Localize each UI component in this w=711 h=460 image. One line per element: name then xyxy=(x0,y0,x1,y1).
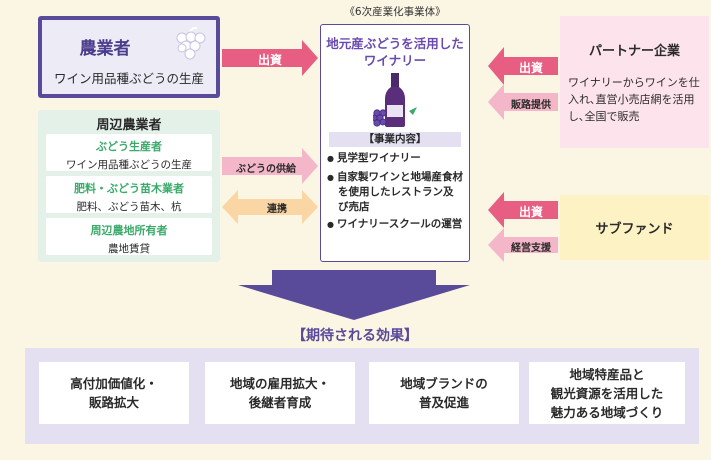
partner-invest-label: 出資 xyxy=(518,61,543,75)
neighbor-name: 肥料・ぶどう苗木業者 xyxy=(74,182,184,195)
cooperation-label: 連携 xyxy=(267,204,287,215)
list-item: 自家製ワインと地場産食材を使用したレストラン及び売店 xyxy=(327,170,463,215)
effect-line: 高付加価値化・ xyxy=(70,376,158,391)
effect-box: 地域特産品と 観光資源を活用した 魅力ある地域づくり xyxy=(529,362,685,424)
neighbors-title: 周辺農業者 xyxy=(96,118,162,133)
grapes-icon xyxy=(176,26,206,60)
effect-line: 地域特産品と xyxy=(569,366,645,382)
effect-line: 地域ブランドの xyxy=(400,376,488,391)
sales-channel-arrow xyxy=(488,84,558,120)
effect-box: 地域ブランドの 普及促進 xyxy=(369,362,519,424)
farmer-box: 農業者 ワイン用品種ぶどうの生産 xyxy=(38,16,220,98)
farmer-description: ワイン用品種ぶどうの生産 xyxy=(53,71,204,86)
effect-line: 販路拡大 xyxy=(88,395,139,410)
winery-title: 地元産ぶどうを活用した ワイナリー xyxy=(321,35,469,69)
partner-invest-arrow xyxy=(488,47,558,85)
big-down-arrow xyxy=(238,270,470,320)
winery-title-line2: ワイナリー xyxy=(363,53,427,68)
farmer-title: 農業者 xyxy=(79,39,131,59)
effect-box: 地域の雇用拡大・ 後継者育成 xyxy=(205,362,355,424)
effect-line: 後継者育成 xyxy=(248,395,312,410)
neighbor-detail: 農地賃貸 xyxy=(108,243,150,255)
management-support-label: 経営支援 xyxy=(511,243,551,254)
landowner-box: 周辺農地所有者 農地賃貸 xyxy=(46,218,212,255)
partner-description: ワイナリーからワインを仕入れ､直営小売店網を活用し､全国で販売 xyxy=(568,76,700,123)
fund-invest-label: 出資 xyxy=(518,205,543,219)
neighbor-name: 周辺農地所有者 xyxy=(90,224,168,237)
subfund-title: サブファンド xyxy=(595,222,674,237)
effects-panel: 高付加価値化・ 販路拡大 地域の雇用拡大・ 後継者育成 地域ブランドの 普及促進… xyxy=(25,348,699,444)
partner-title: パートナー企業 xyxy=(588,44,680,59)
subfund-box: サブファンド xyxy=(560,195,709,260)
entity-type-label: 《6次産業化事業体》 xyxy=(344,6,446,18)
grape-supply-arrow xyxy=(222,148,318,184)
business-content-list: 見学型ワイナリー 自家製ワインと地場産食材を使用したレストラン及び売店 ワイナリ… xyxy=(327,151,463,236)
farmer-invest-arrow xyxy=(222,40,318,76)
fund-invest-arrow xyxy=(488,192,558,228)
effect-line: 魅力ある地域づくり xyxy=(550,404,664,420)
cooperation-arrow xyxy=(222,190,318,224)
wine-bottle-icon xyxy=(373,73,417,127)
neighbor-detail: 肥料、ぶどう苗木、杭 xyxy=(76,201,182,213)
list-item: ワイナリースクールの運営 xyxy=(327,217,463,233)
neighbors-panel: 周辺農業者 ぶどう生産者 ワイン用品種ぶどうの生産 肥料・ぶどう苗木業者 肥料、… xyxy=(38,110,220,262)
grape-producer-box: ぶどう生産者 ワイン用品種ぶどうの生産 xyxy=(46,134,212,171)
neighbor-detail: ワイン用品種ぶどうの生産 xyxy=(66,159,192,171)
winery-box: 地元産ぶどうを活用した ワイナリー 【事業内容】 見学型ワイナリー 自家製ワイン… xyxy=(320,24,470,262)
fertilizer-supplier-box: 肥料・ぶどう苗木業者 肥料、ぶどう苗木、杭 xyxy=(46,176,212,213)
neighbor-name: ぶどう生産者 xyxy=(96,140,162,153)
partner-company-box: パートナー企業 ワイナリーからワインを仕入れ､直営小売店網を活用し､全国で販売 xyxy=(560,16,709,148)
effect-box: 高付加価値化・ 販路拡大 xyxy=(39,362,189,424)
grape-supply-label: ぶどうの供給 xyxy=(236,164,296,175)
sales-channel-label: 販路提供 xyxy=(511,100,551,111)
effect-line: 地域の雇用拡大・ xyxy=(229,376,330,391)
effects-title: 【期待される効果】 xyxy=(292,328,418,344)
business-content-heading: 【事業内容】 xyxy=(329,132,461,147)
winery-title-line1: 地元産ぶどうを活用した xyxy=(326,36,464,51)
effect-line: 観光資源を活用した xyxy=(550,385,664,401)
effect-line: 普及促進 xyxy=(418,395,469,410)
farmer-invest-label: 出資 xyxy=(257,53,282,67)
management-support-arrow xyxy=(488,228,558,262)
list-item: 見学型ワイナリー xyxy=(327,151,463,167)
